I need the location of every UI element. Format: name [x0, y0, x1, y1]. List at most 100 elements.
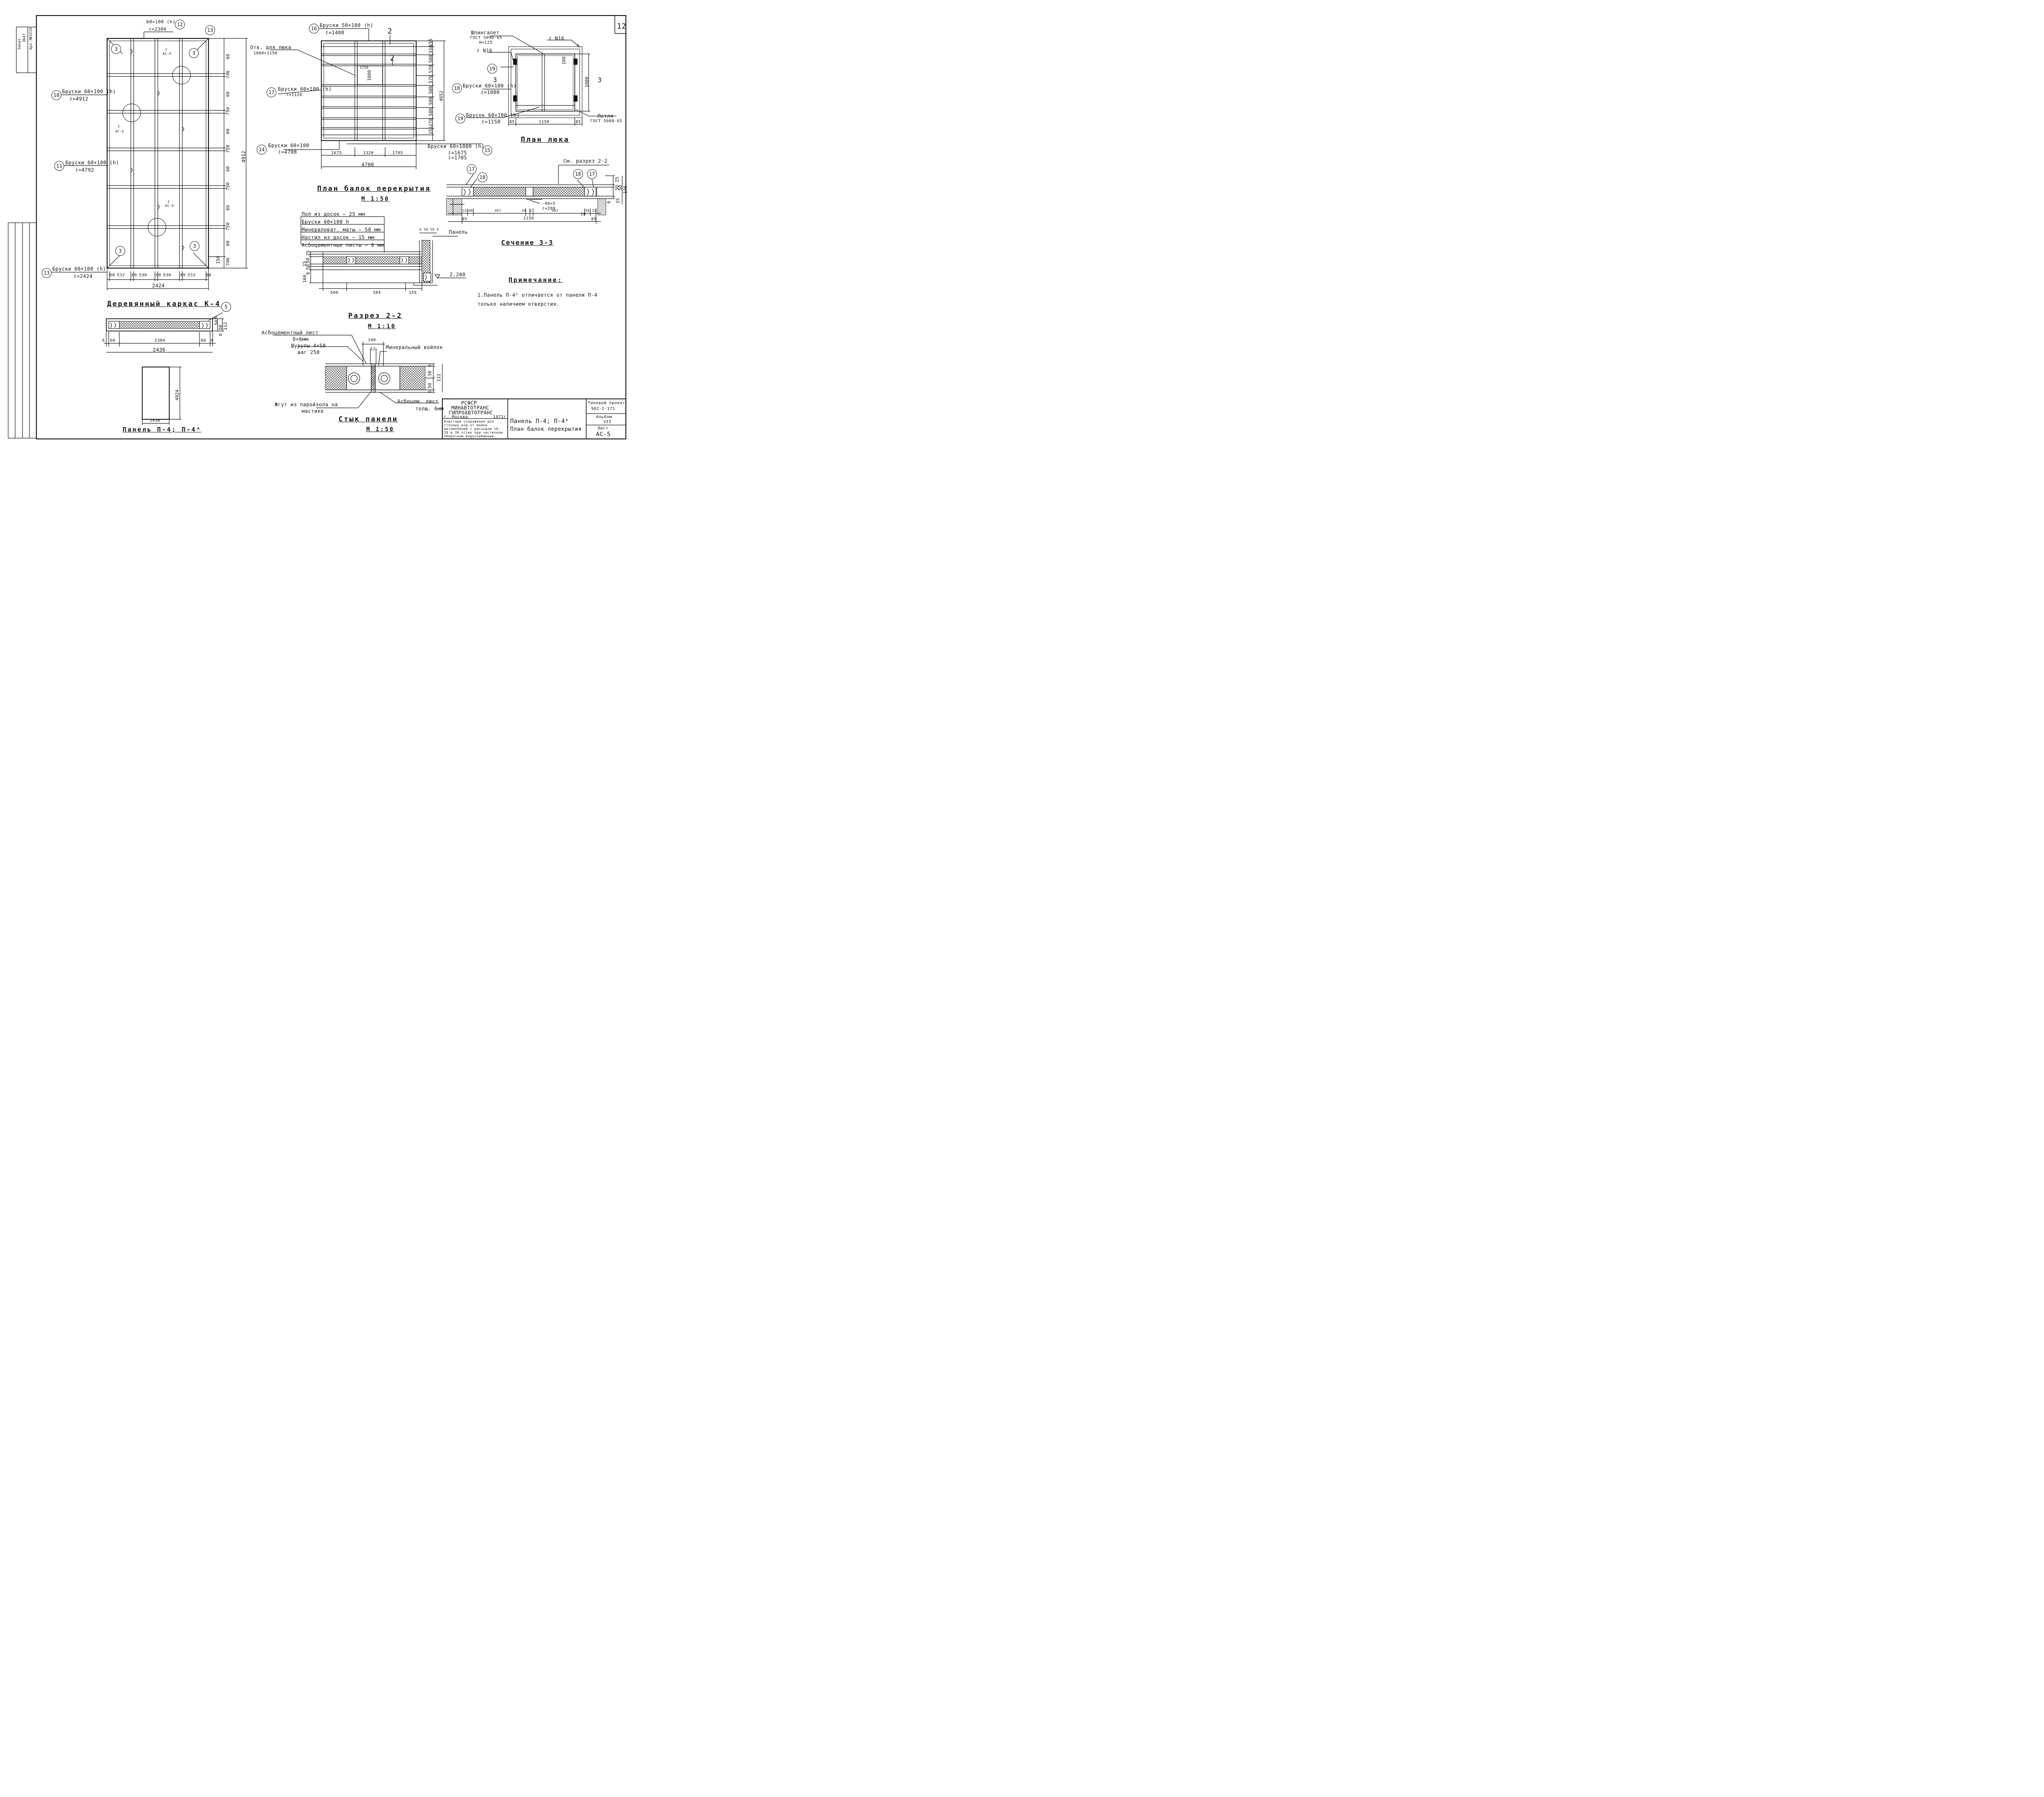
- tb-album-no: VII: [603, 420, 612, 424]
- detail-1-sheet: АС-6: [163, 52, 172, 56]
- tb-desc-3: автомобилей с расходом 10,: [444, 427, 501, 431]
- frame-bdim-1: 532: [117, 273, 125, 277]
- frame-rdim-2: 60: [225, 91, 231, 97]
- s33-bar-len: ℓ=200: [542, 206, 556, 211]
- s33-see-ref: См. разрез 2-2: [563, 158, 608, 164]
- joint-asb-2: толщ. 6мм: [415, 406, 444, 412]
- joint-sheet-label: Асбоцементный лист: [262, 330, 319, 336]
- hatch-h: 1000: [367, 70, 372, 81]
- ps-h-0: 6: [213, 316, 218, 319]
- frame-rdim-0: 60: [225, 54, 231, 59]
- tb-proj-label: Типовой проект: [588, 401, 625, 405]
- detail-3-num: 2: [168, 200, 170, 204]
- note-text-1: 1.Панель П-4ᴬ отличается от панели П-4: [477, 292, 598, 298]
- cut-bdim-1: 384: [373, 291, 381, 295]
- section-33: [446, 165, 623, 224]
- joint-sheet-thk: δ=6мм: [293, 336, 309, 342]
- ref-13-top: 13: [205, 25, 215, 35]
- title-block: [442, 398, 626, 439]
- ps-h-3: 6: [218, 333, 223, 336]
- ps-dim-4: 6: [211, 338, 214, 343]
- b10-len: ℓ=4912: [69, 96, 89, 102]
- hatch-opening-size: 1000×1150: [253, 51, 278, 56]
- s33-rdim-2: 50: [618, 185, 623, 190]
- tb-list-no: АС-5: [596, 431, 611, 438]
- frame-bdim-5: 530: [163, 273, 171, 277]
- s33-rdim-4: 6: [606, 201, 612, 204]
- beam-rdim-9: 155: [428, 126, 433, 134]
- frame-overall-width: 2424: [152, 283, 165, 289]
- beam-rdim-3: 570: [428, 65, 433, 73]
- ref-18: 18: [452, 83, 462, 93]
- frame-rdim-7: 750: [225, 182, 231, 190]
- beam-rdim-7: 500: [428, 107, 433, 116]
- b13-len: ℓ=2424: [74, 273, 93, 279]
- ref-15: 15: [482, 145, 492, 155]
- ref-13: 13: [42, 268, 52, 278]
- frame-bdim-3: 530: [139, 273, 147, 277]
- panel-width: 2436: [150, 418, 161, 423]
- b14-len: ℓ=4708: [278, 149, 297, 155]
- frame-rdim-11: 746: [225, 257, 231, 266]
- beam-plan: [270, 28, 482, 169]
- hatch-w: 1150: [360, 66, 369, 69]
- hatch-bdim-1: 1150: [539, 120, 550, 124]
- s33-ref-18b: 18: [573, 169, 583, 179]
- s33-bdim-1: 1150: [523, 216, 534, 221]
- cut-elevation: 2.200: [450, 272, 466, 277]
- stamp-arch-no: 3-3210: [29, 27, 33, 41]
- tb-city: г. Москва: [444, 415, 468, 419]
- cut-layer-0: Пол из досок — 25 мм: [302, 211, 365, 217]
- hinge-std: ГОСТ 5088-65: [590, 119, 623, 123]
- panel-height: 4924: [175, 389, 180, 401]
- s33-tdim-0: 15: [463, 209, 467, 213]
- s33-bdim-2: 10: [580, 212, 586, 217]
- cut-panel-label: Панель: [449, 229, 468, 235]
- beam-bdim-0: 1675: [331, 151, 342, 155]
- cut-bdim-0: 500: [330, 291, 338, 295]
- joint-total: 112: [436, 374, 442, 382]
- b18-name: Бруски 60×100 (h): [463, 83, 517, 89]
- ps-dim-2: 2304: [155, 338, 166, 343]
- b16-len: ℓ=1400: [325, 30, 345, 36]
- frame-plan-k4: [51, 31, 248, 290]
- detail-2-num: 2: [118, 125, 120, 128]
- ref-14: 14: [257, 145, 267, 154]
- beam-rdim-6: 500: [428, 97, 433, 105]
- frame-rdim-4: 60: [225, 128, 231, 134]
- ref-5: 5: [221, 302, 231, 312]
- tb-desc-5: оборотном водоснабжении.: [444, 434, 496, 438]
- beam-rdim-8: 278: [428, 118, 433, 126]
- b15-len2: ℓ=1705: [448, 155, 467, 161]
- s33-bar: -40×5: [542, 201, 556, 206]
- s33-tdim-3: 34: [522, 209, 526, 213]
- s33-ref-18a: 18: [477, 172, 487, 182]
- hinge-name: Петля: [598, 113, 614, 119]
- b13-name: Бруски 60×100 (h): [52, 266, 106, 272]
- beam-rdim-5: 500: [428, 86, 433, 94]
- ps-total: 112: [223, 322, 228, 330]
- joint-scale: М 1:50: [366, 426, 394, 433]
- s33-title: Сечение 3-3: [501, 239, 554, 246]
- bolt-std: ГОСТ 5090-65: [470, 36, 502, 40]
- top-bar-len: ℓ=2304: [149, 27, 166, 32]
- ref-16: 16: [309, 24, 319, 34]
- joint-felt: Минеральный войлок: [386, 345, 443, 350]
- cut-scale: М 1:10: [368, 323, 396, 330]
- beam-rdim-2: 500: [428, 54, 433, 63]
- cut-layer-4: Асбоцементные листы — 6 мм: [302, 242, 384, 248]
- tb-desc-2: сточных вод от мойки: [444, 423, 488, 427]
- hatch-plan-title: План люка: [521, 136, 570, 144]
- frame-rdim-12: 150: [215, 256, 221, 264]
- bolt-ref-left: ℓ N16: [477, 48, 493, 54]
- frame-rdim-1: 746: [225, 70, 231, 78]
- cut-mark-mid: 2: [390, 54, 395, 63]
- beam-rdim-4: 570: [428, 75, 433, 83]
- hatch-height: 1000: [584, 76, 589, 88]
- hatch-opening-name: Отв. для люка: [250, 45, 291, 50]
- ps-dim-1: 60: [110, 338, 116, 343]
- frame-bdim-8: 60: [206, 273, 212, 277]
- detail-3-sheet: АС-6: [165, 204, 174, 208]
- beam-plan-title: План балок перекрытия: [317, 185, 431, 193]
- beam-bdim-2: 1705: [392, 151, 403, 155]
